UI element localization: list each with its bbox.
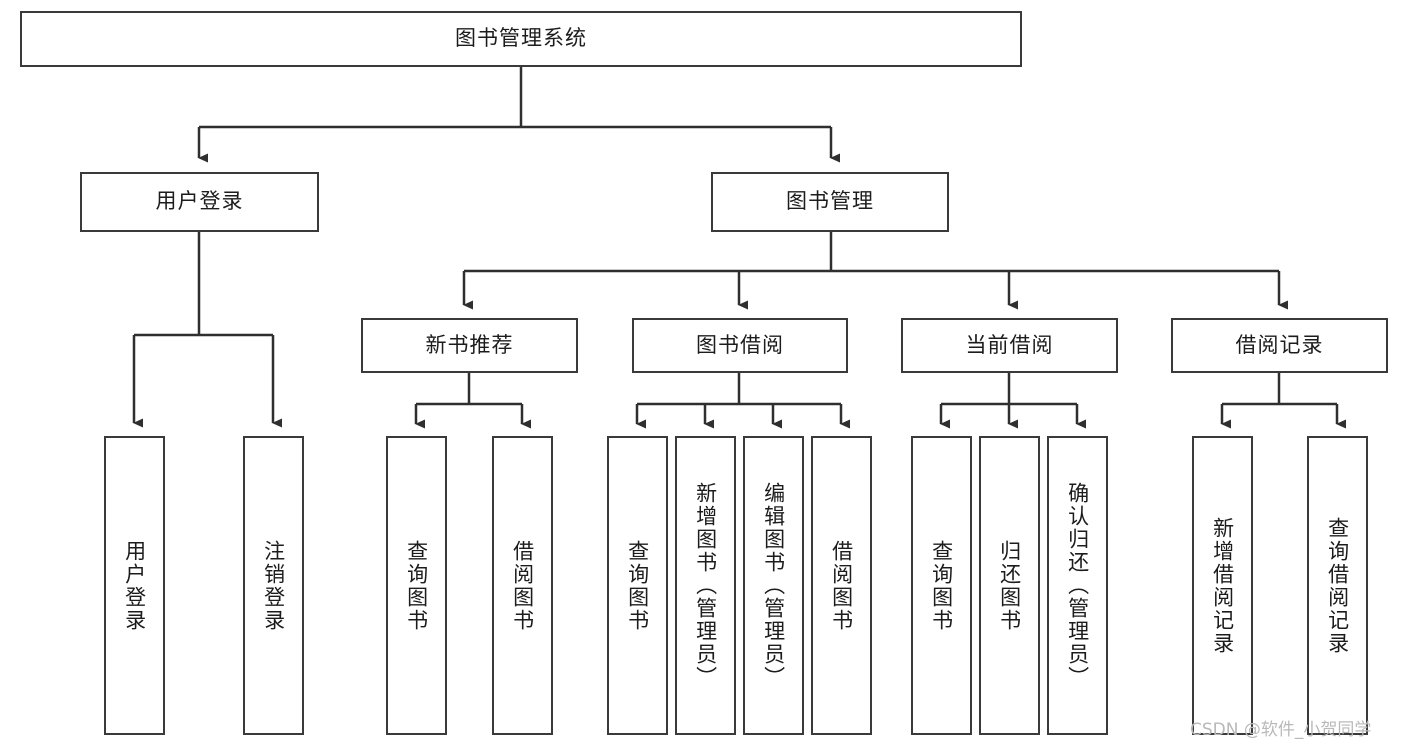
node-leaf-query-book-3[interactable]: 查询图书 (911, 436, 972, 735)
node-root-label: 图书管理系统 (455, 26, 587, 51)
node-book-borrow-label: 图书借阅 (696, 332, 784, 357)
node-root[interactable]: 图书管理系统 (20, 11, 1022, 67)
node-leaf-add-record-label: 新增借阅记录 (1210, 516, 1235, 655)
node-leaf-confirm-return[interactable]: 确认归还（管理员） (1047, 436, 1108, 735)
node-leaf-query-book-3-label: 查询图书 (929, 539, 954, 632)
node-leaf-edit-book-label: 编辑图书（管理员） (761, 482, 786, 689)
node-leaf-borrow-book-1-label: 借阅图书 (510, 539, 535, 632)
node-new-book-recommend[interactable]: 新书推荐 (361, 318, 578, 373)
node-book-borrow[interactable]: 图书借阅 (632, 318, 848, 373)
node-borrow-record-label: 借阅记录 (1235, 332, 1324, 357)
node-leaf-query-book-1[interactable]: 查询图书 (386, 436, 447, 735)
node-new-book-recommend-label: 新书推荐 (425, 332, 514, 357)
node-current-borrow[interactable]: 当前借阅 (901, 318, 1118, 373)
node-leaf-borrow-book-1[interactable]: 借阅图书 (492, 436, 553, 735)
node-leaf-query-record-label: 查询借阅记录 (1325, 516, 1350, 655)
watermark-text: CSDN @软件_小贺同学 (1190, 720, 1372, 740)
node-borrow-record[interactable]: 借阅记录 (1171, 318, 1388, 373)
node-user-login-label: 用户登录 (155, 189, 244, 214)
node-book-manage[interactable]: 图书管理 (711, 172, 949, 232)
node-leaf-query-book-2-label: 查询图书 (625, 539, 650, 632)
node-leaf-edit-book[interactable]: 编辑图书（管理员） (743, 436, 804, 735)
node-leaf-borrow-book-2-label: 借阅图书 (829, 539, 854, 632)
node-leaf-add-book-label: 新增图书（管理员） (693, 482, 718, 689)
node-leaf-user-login[interactable]: 用户登录 (104, 436, 165, 735)
node-leaf-borrow-book-2[interactable]: 借阅图书 (811, 436, 872, 735)
node-leaf-user-logout-label: 注销登录 (261, 539, 286, 632)
node-current-borrow-label: 当前借阅 (965, 332, 1054, 357)
node-leaf-query-record[interactable]: 查询借阅记录 (1307, 436, 1368, 735)
node-leaf-query-book-1-label: 查询图书 (404, 539, 429, 632)
node-leaf-add-record[interactable]: 新增借阅记录 (1192, 436, 1253, 735)
node-leaf-query-book-2[interactable]: 查询图书 (607, 436, 668, 735)
node-user-login[interactable]: 用户登录 (80, 172, 319, 232)
node-book-manage-label: 图书管理 (786, 189, 874, 214)
node-leaf-user-login-label: 用户登录 (122, 539, 147, 632)
node-leaf-return-book[interactable]: 归还图书 (979, 436, 1040, 735)
node-leaf-return-book-label: 归还图书 (997, 539, 1022, 632)
node-leaf-confirm-return-label: 确认归还（管理员） (1065, 482, 1090, 689)
node-leaf-add-book[interactable]: 新增图书（管理员） (675, 436, 736, 735)
node-leaf-user-logout[interactable]: 注销登录 (243, 436, 304, 735)
